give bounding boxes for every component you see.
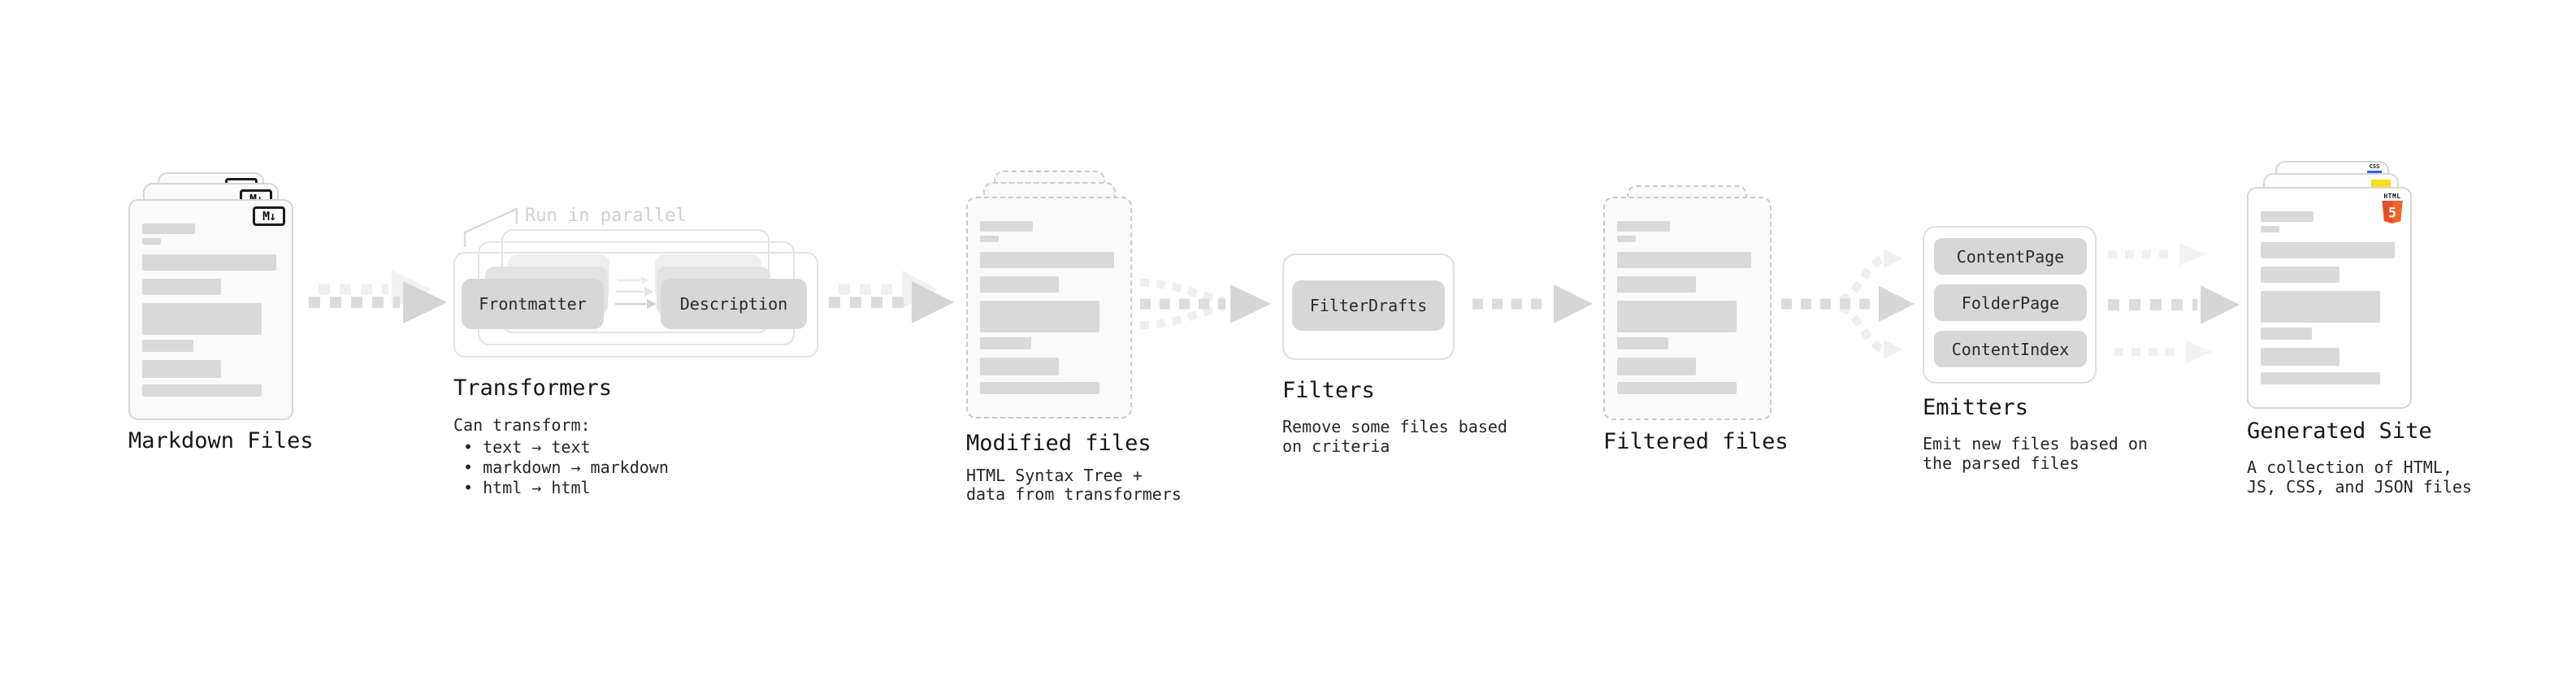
placeholder-line (1617, 252, 1751, 268)
document-placeholder-lines (2261, 211, 2395, 384)
modified-files-subtitle: HTML Syntax Tree + (966, 466, 1143, 485)
emitters-subtitle: the parsed files (1923, 453, 2079, 473)
placeholder-line (142, 254, 276, 271)
contentpage-node: ContentPage (1934, 238, 2087, 275)
transformer-layer-arrows (615, 276, 657, 309)
placeholder-line (2261, 291, 2380, 323)
placeholder-line (1617, 276, 1696, 293)
placeholder-line (980, 221, 1033, 232)
run-in-parallel-annotation: Run in parallel (525, 206, 687, 226)
stage-label-transformers: Transformers (453, 375, 613, 401)
placeholder-line (2261, 226, 2279, 232)
js-file-icon (2371, 180, 2391, 188)
filters-subtitle: Remove some files based (1282, 417, 1507, 436)
placeholder-line (2261, 211, 2314, 222)
stage-label-filters: Filters (1282, 378, 1375, 403)
stage-label-emitters: Emitters (1923, 395, 2029, 420)
transformers-note-item: • html → html (463, 478, 591, 497)
css-icon-text: CSS (2369, 163, 2380, 170)
css-icon-underline (2367, 171, 2382, 173)
placeholder-line (1617, 358, 1696, 375)
placeholder-line (2261, 242, 2395, 258)
arrow-transformers-to-modified (829, 271, 954, 323)
placeholder-line (980, 382, 1099, 394)
placeholder-line (2261, 267, 2340, 283)
placeholder-line (980, 276, 1059, 293)
document-placeholder-lines (1617, 221, 1751, 394)
placeholder-line (1617, 301, 1737, 332)
run-in-parallel-leader-line (463, 207, 518, 247)
arrow-filters-to-filtered (1472, 284, 1593, 323)
contentindex-node: ContentIndex (1934, 331, 2087, 367)
arrow-markdown-to-transformers (309, 270, 447, 323)
folderpage-node: FolderPage (1934, 284, 2087, 321)
placeholder-line (142, 360, 221, 378)
html5-shield: 5 (2382, 201, 2403, 223)
arrow-filtered-to-emitters (1781, 249, 1915, 359)
stage-label-filtered-files: Filtered files (1603, 429, 1789, 454)
generated-site-subtitle: A collection of HTML, (2247, 458, 2452, 477)
description-node: Description (661, 279, 807, 329)
filterdrafts-node: FilterDrafts (1292, 280, 1445, 331)
transformers-note-item: • markdown → markdown (463, 458, 669, 477)
placeholder-line (980, 236, 999, 242)
placeholder-line (2261, 348, 2340, 366)
placeholder-line (980, 252, 1114, 268)
transformers-note-heading: Can transform: (453, 415, 591, 435)
document-placeholder-lines (980, 221, 1114, 394)
document-placeholder-lines (142, 223, 276, 397)
stage-label-generated-site: Generated Site (2247, 419, 2432, 444)
transformers-note-item: • text → text (463, 437, 591, 457)
svg-text:5: 5 (2388, 205, 2396, 220)
placeholder-line (2261, 372, 2380, 384)
transformer-layer-front (453, 252, 818, 358)
placeholder-line (980, 301, 1099, 332)
html5-icon: HTML 5 (2381, 193, 2404, 223)
html5-icon-caption: HTML (2383, 193, 2401, 200)
arrow-emitters-to-generated (2108, 243, 2240, 363)
filters-subtitle: on criteria (1282, 436, 1390, 456)
placeholder-line (980, 358, 1059, 375)
frontmatter-node: Frontmatter (462, 279, 604, 329)
placeholder-line (1617, 221, 1670, 232)
emitters-subtitle: Emit new files based on (1923, 434, 2148, 453)
placeholder-line (1617, 337, 1668, 349)
placeholder-line (2261, 327, 2312, 340)
placeholder-line (142, 303, 262, 335)
placeholder-line (142, 223, 195, 234)
markdown-icon: M↓ (253, 206, 285, 226)
generated-site-subtitle: JS, CSS, and JSON files (2247, 477, 2472, 497)
arrow-modified-to-filters (1139, 279, 1271, 329)
placeholder-line (142, 384, 262, 397)
placeholder-line (142, 279, 221, 295)
placeholder-line (980, 337, 1031, 349)
stage-label-markdown-files: Markdown Files (128, 428, 314, 453)
css-file-icon: CSS (2366, 164, 2383, 173)
stage-label-modified-files: Modified files (966, 431, 1151, 456)
placeholder-line (1617, 236, 1636, 242)
placeholder-line (1617, 382, 1737, 394)
modified-files-subtitle: data from transformers (966, 484, 1182, 504)
placeholder-line (142, 340, 193, 352)
placeholder-line (142, 238, 161, 245)
